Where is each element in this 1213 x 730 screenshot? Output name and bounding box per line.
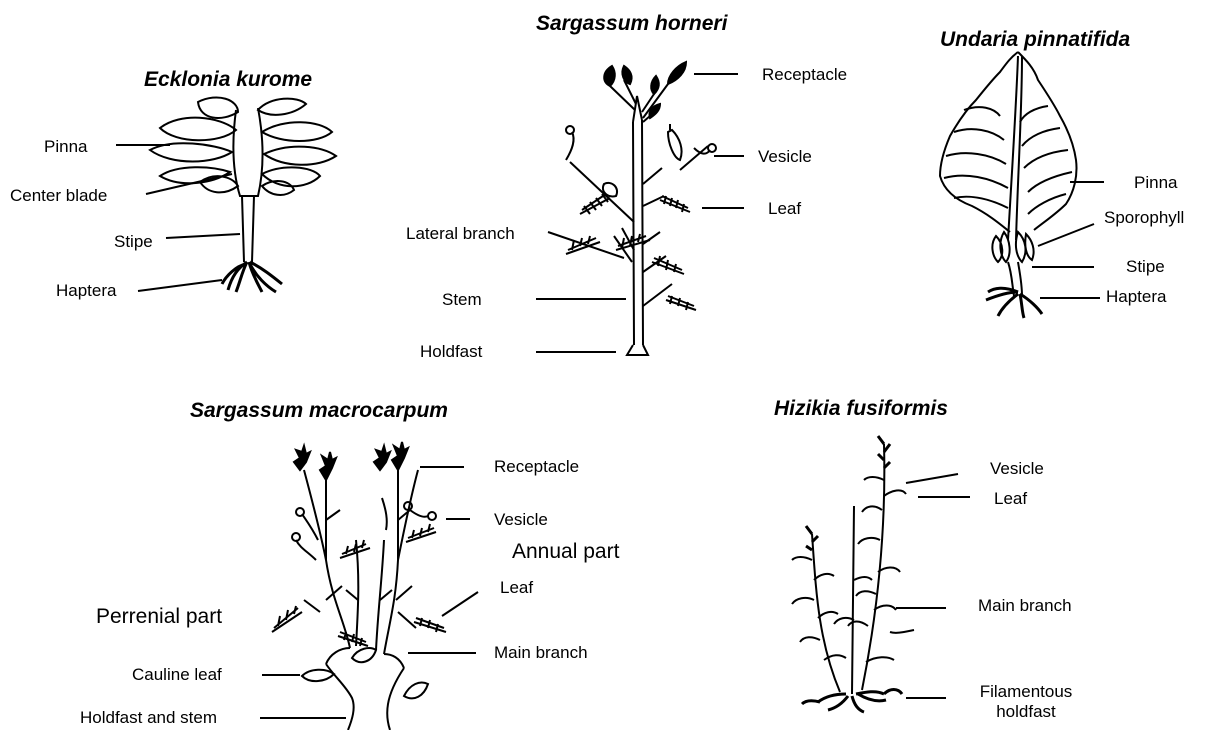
macrocarpum-side-twigs bbox=[304, 510, 416, 628]
ecklonia-label-pinna: Pinna bbox=[44, 137, 87, 157]
undaria-label-haptera: Haptera bbox=[1106, 287, 1166, 307]
ecklonia-pinna bbox=[258, 99, 306, 115]
horneri-stem bbox=[627, 120, 648, 355]
ecklonia-pinna bbox=[262, 167, 320, 186]
undaria-title: Undaria pinnatifida bbox=[940, 28, 1130, 52]
undaria-haptera bbox=[986, 288, 1042, 318]
hizikia-label-filamentous-line2: holdfast bbox=[960, 702, 1092, 722]
macrocarpum-label-vesicle: Vesicle bbox=[494, 510, 548, 530]
undaria-label-pinna: Pinna bbox=[1134, 173, 1177, 193]
macrocarpum-receptacle bbox=[294, 442, 408, 480]
hizikia-title: Hizikia fusiformis bbox=[774, 397, 948, 421]
ecklonia-center-blade bbox=[233, 108, 262, 196]
horneri-label-vesicle: Vesicle bbox=[758, 147, 812, 167]
ecklonia-drawing bbox=[116, 97, 336, 292]
hizikia-drawing bbox=[792, 436, 970, 712]
sargassum-horneri-drawing bbox=[536, 62, 744, 355]
horneri-hatched-leaves bbox=[566, 194, 696, 310]
ecklonia-label-center-blade: Center blade bbox=[10, 186, 107, 206]
sargassum-macrocarpum-drawing bbox=[260, 442, 478, 730]
ecklonia-pinna bbox=[160, 118, 236, 141]
ecklonia-pinna bbox=[198, 97, 238, 118]
macrocarpum-label-leaf: Leaf bbox=[500, 578, 533, 598]
sargassum-horneri-title: Sargassum horneri bbox=[536, 12, 727, 36]
ecklonia-stipe bbox=[242, 196, 254, 262]
undaria-midrib bbox=[1008, 56, 1022, 240]
hizikia-label-main-branch: Main branch bbox=[978, 596, 1072, 616]
undaria-label-sporophyll: Sporophyll bbox=[1104, 208, 1184, 228]
macrocarpum-label-main-branch: Main branch bbox=[494, 643, 588, 663]
macrocarpum-label-holdfast-and-stem: Holdfast and stem bbox=[80, 708, 217, 728]
horneri-vesicle-branch bbox=[566, 132, 634, 222]
horneri-label-lateral-branch: Lateral branch bbox=[406, 224, 515, 244]
hizikia-apex bbox=[806, 436, 890, 550]
ecklonia-title: Ecklonia kurome bbox=[144, 68, 312, 92]
horneri-receptacle bbox=[651, 76, 659, 94]
horneri-receptacle bbox=[604, 66, 615, 86]
macrocarpum-cauline-leaf bbox=[352, 648, 376, 662]
hizikia-label-leaf: Leaf bbox=[994, 489, 1027, 509]
ecklonia-label-haptera: Haptera bbox=[56, 281, 116, 301]
hizikia-label-vesicle: Vesicle bbox=[990, 459, 1044, 479]
horneri-label-receptacle: Receptacle bbox=[762, 65, 847, 85]
ecklonia-pinna bbox=[262, 122, 332, 141]
horneri-label-holdfast: Holdfast bbox=[420, 342, 482, 362]
undaria-label-stipe: Stipe bbox=[1126, 257, 1165, 277]
horneri-label-leaf: Leaf bbox=[768, 199, 801, 219]
hizikia-main-branch bbox=[812, 444, 884, 694]
horneri-vesicle bbox=[680, 146, 710, 170]
macrocarpum-label-cauline-leaf: Cauline leaf bbox=[132, 665, 222, 685]
ecklonia-haptera bbox=[222, 262, 282, 292]
macrocarpum-label-receptacle: Receptacle bbox=[494, 457, 579, 477]
undaria-sporophyll bbox=[992, 232, 1033, 262]
ecklonia-label-stipe: Stipe bbox=[114, 232, 153, 252]
sargassum-macrocarpum-title: Sargassum macrocarpum bbox=[190, 399, 448, 423]
horneri-vesicle bbox=[668, 124, 682, 160]
ecklonia-pinna bbox=[264, 147, 336, 165]
undaria-pinna-lobes bbox=[944, 106, 1072, 214]
undaria-drawing bbox=[940, 52, 1104, 318]
horneri-receptacle bbox=[668, 62, 686, 84]
hizikia-label-filamentous-holdfast: Filamentous holdfast bbox=[960, 682, 1092, 722]
hizikia-label-filamentous-line1: Filamentous bbox=[960, 682, 1092, 702]
macrocarpum-cauline-leaf bbox=[302, 670, 334, 681]
macrocarpum-label-annual-part: Annual part bbox=[512, 542, 619, 562]
undaria-blade-outline bbox=[940, 52, 1077, 232]
macrocarpum-cauline-leaf bbox=[404, 683, 428, 699]
macrocarpum-label-perrenial-part: Perrenial part bbox=[96, 607, 222, 627]
horneri-label-stem: Stem bbox=[442, 290, 482, 310]
macrocarpum-main-branch bbox=[304, 470, 418, 654]
